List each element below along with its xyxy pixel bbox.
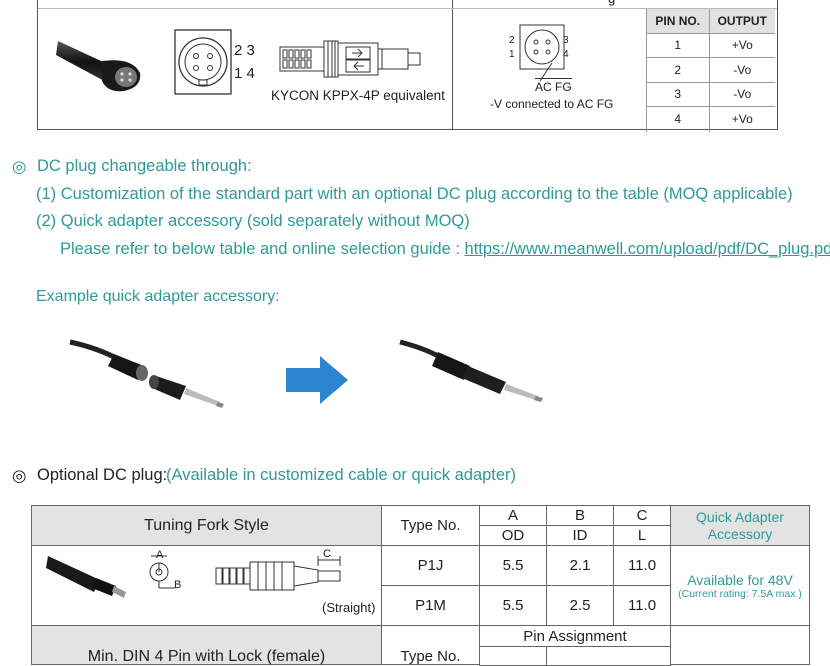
- p1m-a: 5.5: [479, 585, 547, 626]
- type-p1m: P1M: [381, 585, 480, 626]
- pin-number: 2: [647, 58, 710, 82]
- style-header: Tuning Fork Style: [31, 505, 382, 546]
- col-a-header: A: [479, 505, 547, 526]
- acfg-label: AC FG: [535, 78, 572, 94]
- optional-bullet: ◎: [12, 467, 27, 485]
- pin-assignment-header: Pin Assignment: [479, 625, 671, 647]
- dim-b-label: B: [174, 579, 182, 591]
- type-header-2-text: Type No.: [400, 648, 461, 665]
- pin-output: -Vo: [733, 62, 752, 77]
- col-c-header: C: [613, 505, 671, 526]
- pin-number: 3: [647, 82, 710, 106]
- availability-text: Available for 48V: [687, 571, 793, 588]
- dim-a-label: A: [156, 549, 164, 561]
- adapter-before-photo: [69, 339, 224, 408]
- socket-numbers-bottom: 1 4: [234, 65, 255, 82]
- col-c-sub: L: [613, 525, 671, 546]
- optional-heading: Optional DC plug:: [37, 466, 168, 484]
- pin-output: +Vo: [731, 112, 753, 127]
- p1j-c: 11.0: [613, 545, 671, 586]
- plug-face-drawing: [149, 555, 175, 589]
- p1m-b: 2.5: [546, 585, 614, 626]
- example-label: Example quick adapter accessory:: [36, 288, 280, 305]
- output-header: OUTPUT: [717, 13, 767, 28]
- pin-assignment-sub-left: [479, 646, 547, 666]
- pinout-number-3: 3: [563, 35, 569, 46]
- table-row: 1 +Vo: [647, 33, 775, 58]
- din-header: Min. DIN 4 Pin with Lock (female): [31, 625, 382, 665]
- pinout-number-1: 1: [509, 49, 515, 60]
- optional-note: (Available in customized cable or quick …: [166, 466, 517, 484]
- quick-adapter-header: Quick Adapter Accessory: [670, 505, 810, 546]
- dim-c-label: C: [323, 548, 331, 560]
- table-row: 2 -Vo: [647, 58, 775, 83]
- socket-face-icon: [174, 29, 232, 95]
- pin-output: +Vo: [731, 38, 753, 53]
- table-heading-fragment: g: [608, 0, 615, 6]
- dc-plug-heading: DC plug changeable through:: [37, 157, 252, 175]
- table-row: 4 +Vo: [647, 107, 775, 132]
- pinout-drawing: [519, 24, 565, 82]
- dc-plug-link[interactable]: https://www.meanwell.com/upload/pdf/DC_p…: [464, 240, 830, 258]
- adapter-after-photo: [399, 339, 543, 402]
- pinout-number-4: 4: [563, 49, 569, 60]
- pin-no-header: PIN NO.: [647, 9, 710, 33]
- type-header-2: Type No.: [381, 625, 480, 665]
- refer-label: Please refer to below table and online s…: [60, 240, 465, 258]
- dc-plug-bullet: ◎: [12, 158, 27, 176]
- arrow-right-icon: [286, 356, 348, 404]
- col-b-sub: ID: [546, 525, 614, 546]
- din-plug-photo: [56, 41, 141, 92]
- pin-output: -Vo: [733, 87, 752, 102]
- dc-plug-photo: [46, 556, 126, 598]
- pin-assignment-sub-right: [546, 646, 671, 666]
- p1j-a: 5.5: [479, 545, 547, 586]
- din-header-text: Min. DIN 4 Pin with Lock (female): [87, 648, 326, 665]
- pinout-number-2: 2: [509, 35, 515, 46]
- dc-plug-item-1: (1) Customization of the standard part w…: [36, 185, 793, 203]
- refer-text: Please refer to below table and online s…: [60, 240, 830, 259]
- current-rating: (Current rating: 7.5A max.): [678, 587, 802, 600]
- connector-label: KYCON KPPX-4P equivalent: [271, 88, 445, 103]
- table-row: 3 -Vo: [647, 82, 775, 107]
- connector-side-drawing: [279, 40, 421, 78]
- pin-number: 1: [647, 33, 710, 57]
- col-a-sub: OD: [479, 525, 547, 546]
- socket-numbers-top: 2 3: [234, 42, 255, 59]
- straight-label: (Straight): [322, 600, 376, 615]
- pin-table-header: PIN NO. OUTPUT: [647, 9, 775, 34]
- p1m-c: 11.0: [613, 585, 671, 626]
- quick-adapter-cell-2: [670, 625, 810, 665]
- pin-output-grid: PIN NO. OUTPUT 1 +Vo 2 -Vo 3 -Vo 4 +Vo: [646, 9, 775, 132]
- connector-pinout-table: g 2 3 1 4: [37, 0, 778, 132]
- plug-side-drawing: [215, 556, 341, 591]
- dc-plug-item-2: (2) Quick adapter accessory (sold separa…: [36, 212, 470, 230]
- pin-number: 4: [647, 107, 710, 132]
- acfg-note: -V connected to AC FG: [490, 97, 614, 111]
- type-p1j: P1J: [381, 545, 480, 586]
- type-header: Type No.: [381, 505, 480, 546]
- col-b-header: B: [546, 505, 614, 526]
- p1j-b: 2.1: [546, 545, 614, 586]
- availability-cell: Available for 48V (Current rating: 7.5A …: [670, 545, 810, 626]
